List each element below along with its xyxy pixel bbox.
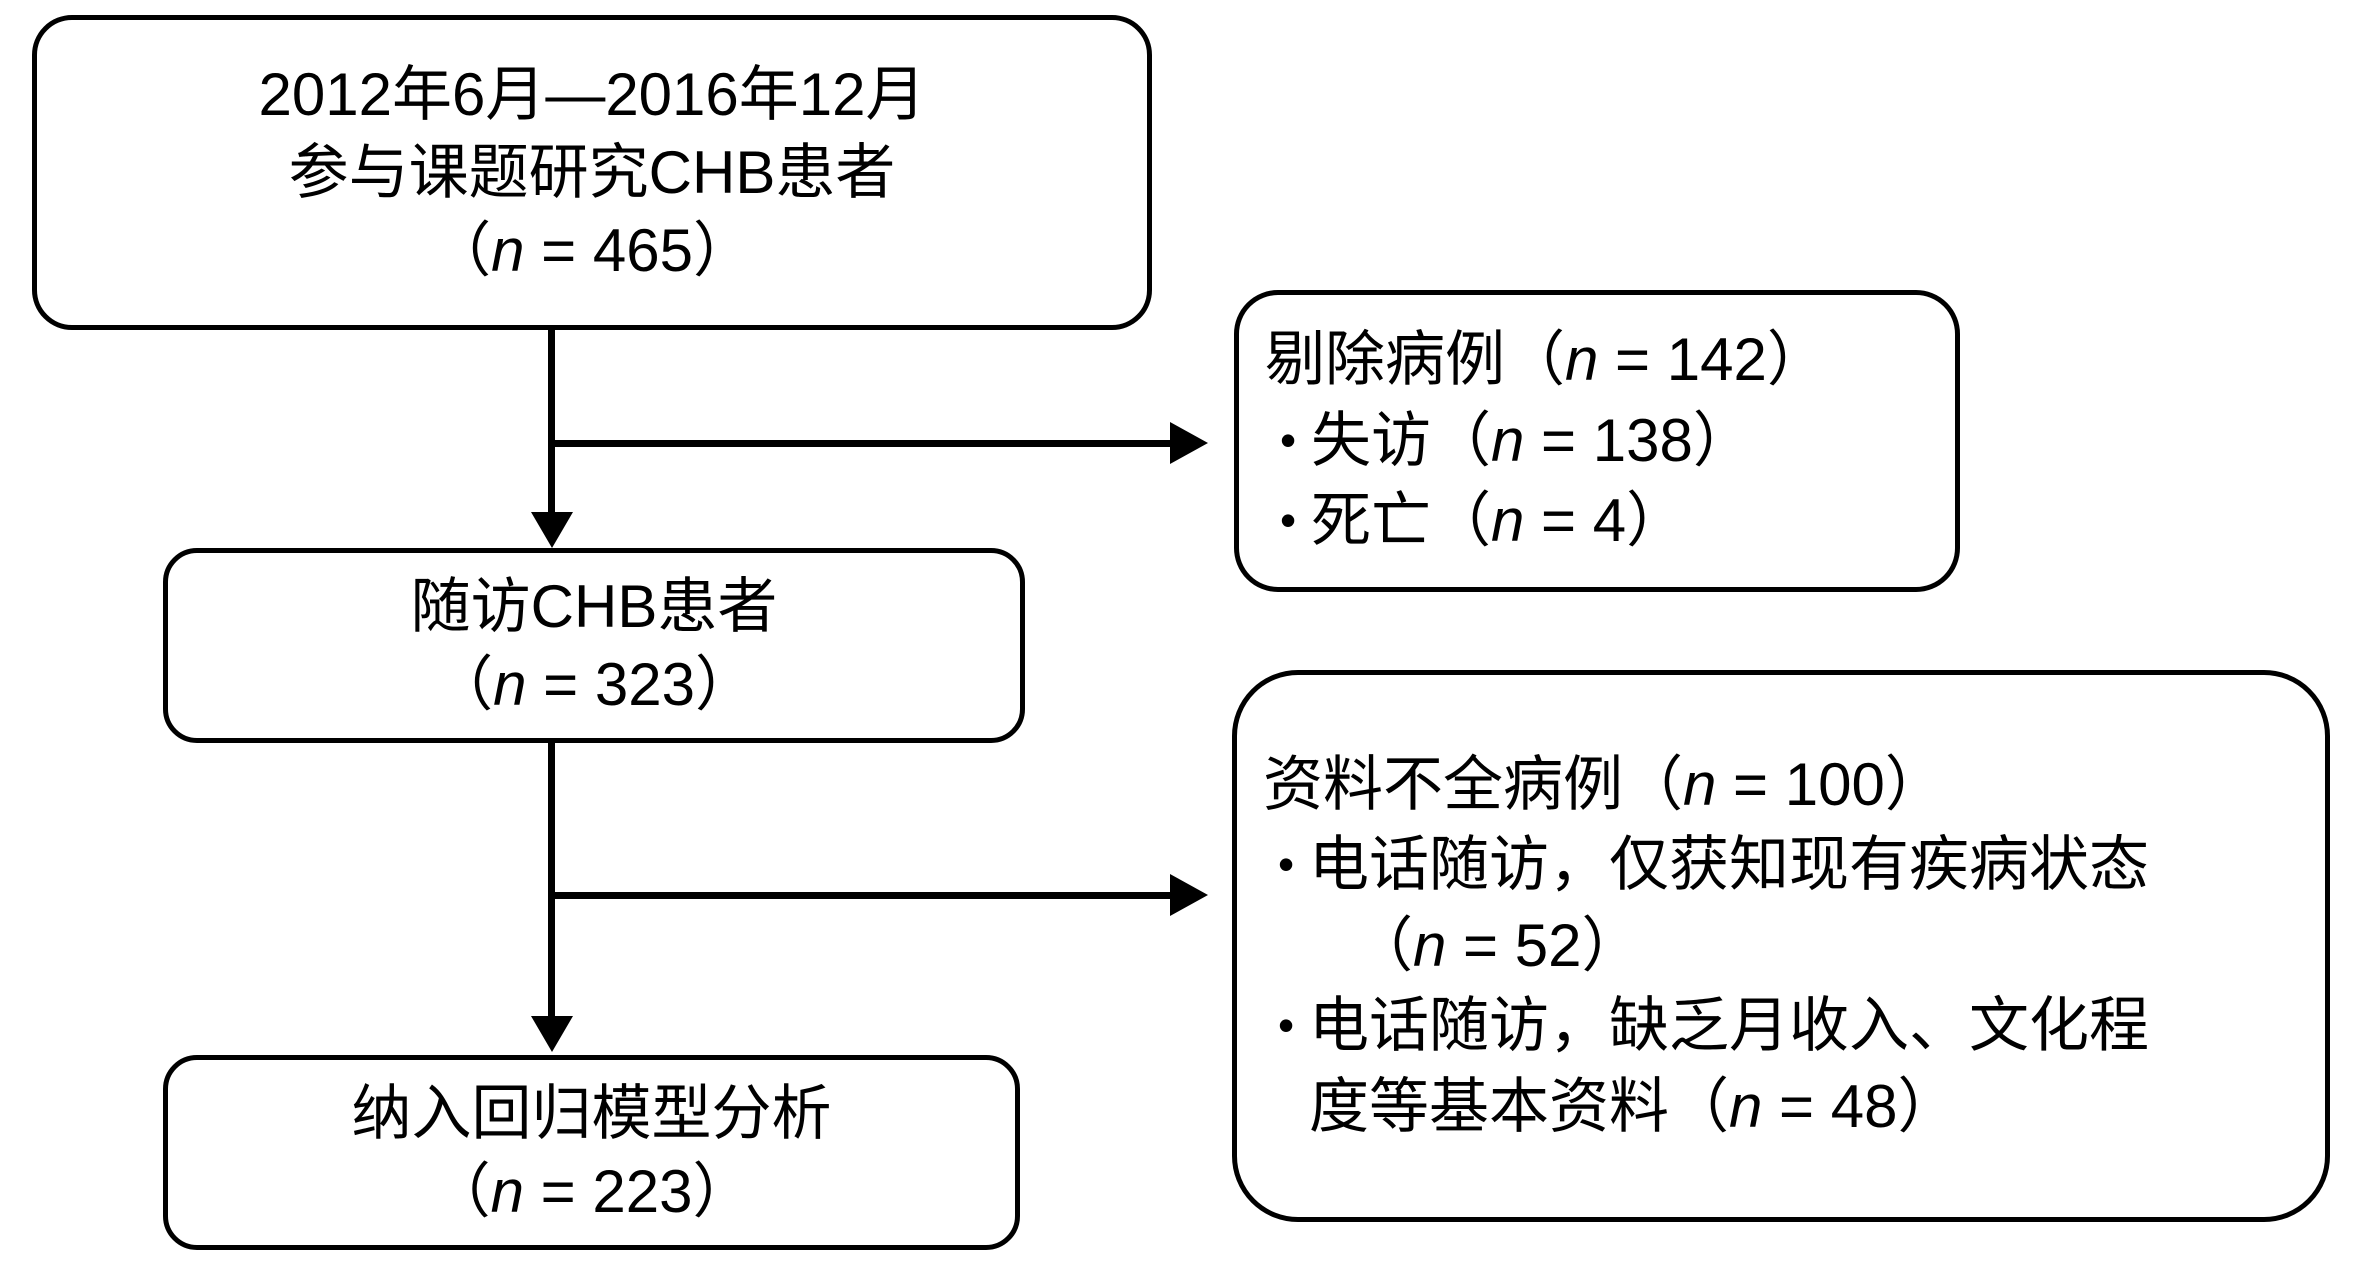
enrolled-period-text: 2012年6月—2016年12月	[258, 60, 926, 128]
excluded-item-1-label: 死亡	[1311, 487, 1431, 555]
equals-symbol: =	[1762, 1072, 1831, 1140]
n-symbol: n	[1729, 1072, 1763, 1140]
equals-symbol: =	[1598, 326, 1667, 394]
paren-close: ）	[694, 650, 755, 718]
excluded-item-1-text: 死亡（n = 4）	[1311, 481, 1955, 561]
paren-open: （	[1431, 406, 1491, 474]
node-enrolled-cohort: 2012年6月—2016年12月 参与课题研究CHB患者 （n = 465）	[32, 15, 1152, 330]
connector-followup-to-incomplete-arrowhead	[1170, 874, 1208, 916]
paren-open: （	[430, 1157, 491, 1225]
paren-close: ）	[1692, 406, 1753, 474]
n-symbol: n	[490, 1157, 524, 1225]
incomplete-header-line: 资料不全病例（n = 100）	[1263, 745, 2311, 825]
incomplete-item-0-count-line: （n = 52）	[1309, 906, 2311, 986]
excluded-item-0-text: 失访（n = 138）	[1311, 401, 1955, 481]
excluded-item-0-label: 失访	[1311, 406, 1431, 474]
connector-enrolled-to-followup-line	[548, 330, 555, 515]
incomplete-item-0-value: 52	[1514, 911, 1582, 979]
incomplete-header-label: 资料不全病例	[1263, 751, 1623, 819]
followup-count-line: （n = 323）	[433, 646, 755, 724]
paren-open: （	[1623, 751, 1683, 819]
paren-close: ）	[1626, 487, 1687, 555]
paren-close: ）	[692, 216, 753, 284]
incomplete-item-1-line2: 度等基本资料（n = 48）	[1309, 1067, 2311, 1147]
bullet-icon: •	[1279, 413, 1297, 466]
excluded-item-0-value: 138	[1592, 406, 1693, 474]
n-symbol: n	[1491, 406, 1525, 474]
connector-followup-to-analysis-arrowhead	[531, 1016, 573, 1052]
excluded-item-1-value: 4	[1592, 487, 1627, 555]
equals-symbol: =	[1524, 406, 1593, 474]
analysis-count-value: 223	[592, 1157, 693, 1225]
excluded-header-line: 剔除病例（n = 142）	[1265, 320, 1955, 400]
n-symbol: n	[1491, 487, 1525, 555]
connector-followup-to-incomplete-line	[548, 892, 1173, 899]
equals-symbol: =	[526, 650, 595, 718]
bullet-icon: •	[1277, 838, 1295, 891]
incomplete-item-0-text: 电话随访，仅获知现有疾病状态 （n = 52）	[1309, 825, 2311, 986]
equals-symbol: =	[523, 1157, 593, 1225]
paren-open: （	[1431, 487, 1491, 555]
connector-enrolled-to-excluded-arrowhead	[1170, 422, 1208, 464]
paren-close: ）	[1897, 1072, 1958, 1140]
bullet-icon: •	[1277, 999, 1295, 1052]
followup-description-text: 随访CHB患者	[410, 572, 778, 640]
equals-symbol: =	[524, 216, 593, 284]
n-symbol: n	[491, 216, 525, 284]
incomplete-item-1-line2-label: 度等基本资料	[1309, 1072, 1669, 1140]
enrolled-count-line: （n = 465）	[431, 212, 753, 290]
excluded-header-value: 142	[1666, 326, 1767, 394]
node-incomplete-data-cases: 资料不全病例（n = 100） • 电话随访，仅获知现有疾病状态 （n = 52…	[1232, 670, 2330, 1222]
connector-followup-to-analysis-line	[548, 743, 555, 1018]
incomplete-item-1-text: 电话随访，缺乏月收入、文化程 度等基本资料（n = 48）	[1309, 986, 2311, 1147]
equals-symbol: =	[1524, 487, 1593, 555]
followup-count-value: 323	[594, 650, 695, 718]
incomplete-item-1-line1: 电话随访，缺乏月收入、文化程	[1309, 992, 2149, 1060]
n-symbol: n	[1413, 911, 1447, 979]
connector-enrolled-to-excluded-line	[548, 440, 1173, 447]
paren-open: （	[1353, 911, 1413, 979]
paren-close: ）	[1766, 326, 1827, 394]
equals-symbol: =	[1716, 751, 1785, 819]
node-excluded-cases: 剔除病例（n = 142） • 失访（n = 138） • 死亡（n = 4）	[1234, 290, 1960, 592]
node-analysis-cohort: 纳入回归模型分析 （n = 223）	[163, 1055, 1020, 1250]
paren-close: ）	[692, 1157, 753, 1225]
list-item: • 电话随访，缺乏月收入、文化程 度等基本资料（n = 48）	[1263, 986, 2311, 1147]
node-followup-cohort: 随访CHB患者 （n = 323）	[163, 548, 1025, 743]
n-symbol: n	[493, 650, 527, 718]
paren-open: （	[1669, 1072, 1729, 1140]
enrolled-description-text: 参与课题研究CHB患者	[288, 138, 896, 206]
paren-open: （	[431, 216, 492, 284]
n-symbol: n	[1565, 326, 1599, 394]
n-symbol: n	[1683, 751, 1717, 819]
connector-enrolled-to-followup-arrowhead	[531, 512, 573, 548]
paren-open: （	[1505, 326, 1565, 394]
enrolled-count-value: 465	[592, 216, 693, 284]
list-item: • 失访（n = 138）	[1265, 401, 1955, 481]
paren-close: ）	[1884, 751, 1945, 819]
excluded-header-label: 剔除病例	[1265, 326, 1505, 394]
paren-close: ）	[1581, 911, 1642, 979]
analysis-description-text: 纳入回归模型分析	[351, 1079, 832, 1147]
incomplete-item-1-value: 48	[1830, 1072, 1898, 1140]
analysis-count-line: （n = 223）	[431, 1153, 753, 1231]
list-item: • 电话随访，仅获知现有疾病状态 （n = 52）	[1263, 825, 2311, 986]
incomplete-header-value: 100	[1784, 751, 1885, 819]
bullet-icon: •	[1279, 494, 1297, 547]
paren-open: （	[433, 650, 494, 718]
equals-symbol: =	[1446, 911, 1515, 979]
list-item: • 死亡（n = 4）	[1265, 481, 1955, 561]
incomplete-item-0-line1: 电话随访，仅获知现有疾病状态	[1309, 831, 2149, 899]
